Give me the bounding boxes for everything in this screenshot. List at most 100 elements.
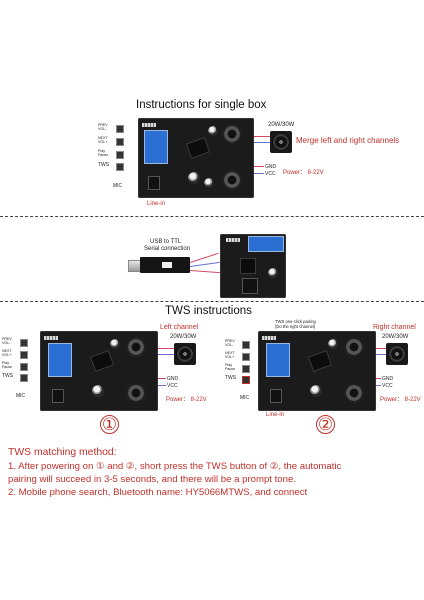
serial-wire [190, 261, 220, 267]
label-play-pause: Play Pause [2, 361, 13, 370]
speaker-wire [376, 348, 386, 349]
label-tws: TWS [2, 373, 14, 379]
capacitor [208, 126, 218, 136]
left-amplifier-board [40, 331, 158, 411]
right-channel-label: Right channel [373, 324, 416, 331]
prev-button [242, 341, 250, 349]
pin-header [142, 123, 156, 127]
next-button [116, 138, 124, 146]
label-tws: TWS [225, 375, 237, 381]
speaker-icon [270, 131, 292, 153]
speaker-cone [272, 133, 290, 151]
label-next-vol: NEXT VOL+ [225, 351, 235, 360]
capacitor [110, 339, 120, 349]
power-wire [376, 378, 381, 379]
label-next-vol: NEXT VOL+ [2, 349, 12, 358]
audio-jack [148, 176, 160, 190]
capacitor [268, 268, 278, 278]
power-label: Power： 8-22V [283, 170, 324, 176]
power-wire [254, 173, 264, 174]
speaker-wire [158, 348, 174, 349]
label-gnd: GND [167, 376, 179, 382]
separator [0, 301, 424, 302]
right-line-in-label: Line-in [266, 412, 285, 418]
label-gnd: GND [265, 164, 277, 170]
capacitor [204, 178, 214, 188]
left-speaker-icon [174, 343, 196, 365]
label-mic: MIC [240, 395, 250, 401]
play-button [242, 365, 250, 373]
pin-header [44, 336, 58, 340]
label-vcc: VCC [265, 171, 276, 177]
pin-header [262, 336, 276, 340]
right-amplifier-board [258, 331, 376, 411]
chip [240, 258, 256, 274]
serial-wire [190, 252, 219, 263]
adapter-chip [162, 262, 172, 268]
tws-pairing-note: TWS one-click pairing (Do the right chan… [275, 319, 316, 329]
serial-wire [189, 270, 220, 274]
power-wire [376, 385, 381, 386]
board-closeup [220, 234, 286, 298]
usb-ttl-adapter [140, 257, 190, 273]
label-prev-vol: PREV VOL- [2, 337, 12, 346]
board-number-two: ② [316, 415, 335, 434]
label-vcc: VCC [382, 383, 393, 389]
inductor-top [126, 337, 146, 357]
bluetooth-module [266, 343, 290, 377]
left-power-label: Power： 8-22V [166, 397, 207, 403]
next-button [242, 353, 250, 361]
play-button [20, 363, 28, 371]
speaker-rating: 20W/30W [268, 122, 295, 128]
amplifier-board [138, 118, 254, 198]
inductor-bottom [344, 383, 364, 403]
amplifier-chip [89, 350, 115, 372]
tws-method-heading: TWS matching method: [8, 447, 117, 458]
separator [0, 216, 424, 217]
inductor-bottom [126, 383, 146, 403]
amplifier-chip [307, 350, 333, 372]
label-tws: TWS [98, 162, 110, 168]
play-button [116, 151, 124, 159]
right-speaker-rating: 20W/30W [382, 334, 409, 340]
audio-jack [270, 389, 282, 403]
label-vcc: VCC [167, 383, 178, 389]
amplifier-chip [185, 137, 211, 159]
prev-button [116, 125, 124, 133]
label-prev-vol: PREV VOL- [98, 123, 108, 132]
instruction-line-3: 2. Mobile phone search, Bluetooth name: … [8, 487, 308, 498]
capacitor [188, 172, 200, 184]
inductor-top [344, 337, 364, 357]
single-box-title: Instructions for single box [136, 99, 267, 111]
instruction-line-1: 1. After powering on ① and ②, short pres… [8, 461, 342, 472]
inductor-bottom [222, 170, 242, 190]
label-play-pause: Play Pause [98, 149, 109, 158]
label-gnd: GND [382, 376, 394, 382]
tws-button [116, 163, 124, 171]
bluetooth-module [248, 236, 284, 252]
speaker-cone [388, 345, 406, 363]
tws-button [242, 376, 250, 384]
line-in-label: Line-in [147, 201, 166, 207]
audio-jack [52, 389, 64, 403]
bluetooth-module [48, 343, 72, 377]
bluetooth-module [144, 130, 168, 164]
instruction-line-2: pairing will succeed in 3-5 seconds, and… [8, 474, 296, 485]
speaker-wire [254, 142, 270, 143]
board-number-one: ① [100, 415, 119, 434]
power-wire [158, 378, 166, 379]
right-speaker-icon [386, 343, 408, 365]
speaker-wire [376, 354, 386, 355]
usb-ttl-label: USB to TTL [150, 239, 182, 245]
speaker-wire [158, 354, 174, 355]
pin-header [226, 238, 240, 242]
label-next-vol: NEXT VOL+ [98, 136, 108, 145]
inductor-top [222, 124, 242, 144]
prev-button [20, 339, 28, 347]
power-wire [254, 166, 264, 167]
capacitor [92, 385, 104, 397]
speaker-wire [254, 136, 270, 137]
label-play-pause: Play Pause [225, 363, 236, 372]
label-mic: MIC [16, 393, 26, 399]
merge-channels-label: Merge left and right channels [296, 136, 400, 145]
